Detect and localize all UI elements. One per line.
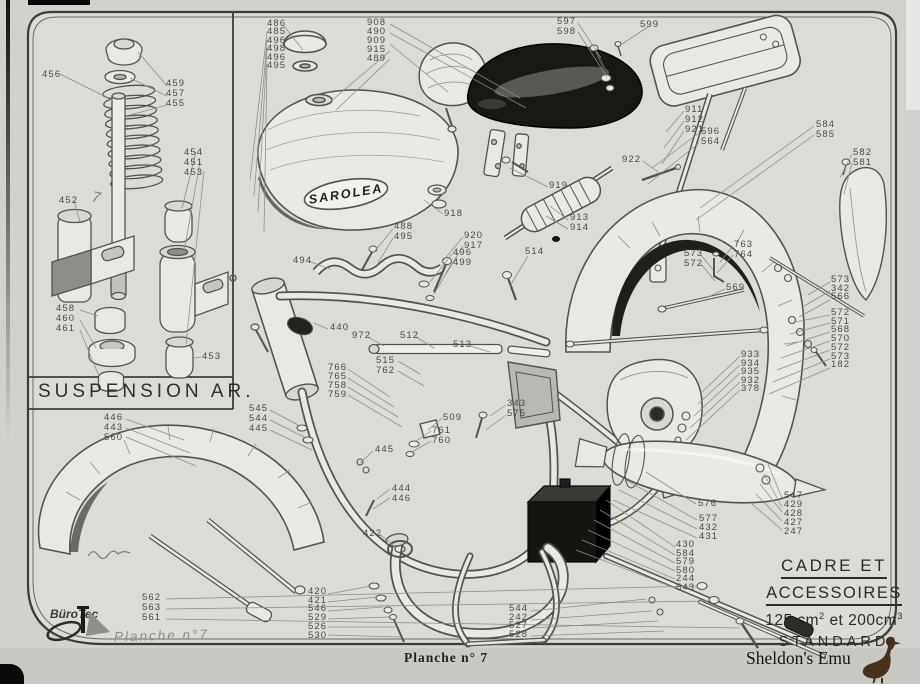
front-fender (37, 424, 325, 623)
scan-margin-band (0, 648, 920, 684)
exhaust-muffler (574, 433, 828, 504)
inset-title: SUSPENSION AR. (38, 381, 255, 402)
stamp-fold (86, 612, 110, 636)
exhaust-header-pipe (385, 533, 569, 640)
saddle-seat (466, 43, 643, 242)
caption-line2: ACCESSOIRES (766, 584, 902, 606)
caption-line4: STANDARD (778, 634, 890, 651)
caption-displacement: 125 cm2 et 200cm3 (765, 611, 903, 630)
watermark-text: Sheldon's Emu (746, 648, 851, 668)
lower-shock-body (51, 208, 135, 303)
scan-artifact-corner (0, 664, 24, 684)
shock-spring (503, 165, 614, 241)
bushing-tubes (159, 200, 237, 379)
illustrator-signature (87, 550, 131, 560)
handwritten-plate-note: Planche n°7 (113, 626, 210, 645)
stamp-text: BüroTec (50, 607, 99, 621)
fuel-tank: SAROLEA (250, 30, 459, 362)
scan-artifact-top (28, 0, 90, 5)
spring-coil (102, 84, 164, 190)
rear-fender (565, 188, 805, 467)
plate-border (26, 10, 898, 646)
top-nut-washer (104, 38, 143, 85)
stamp-t-mark (77, 606, 89, 633)
caption-line1: CADRE ET (781, 556, 887, 579)
washer-stack (88, 306, 136, 393)
scan-artifact-right (906, 0, 920, 110)
pivot-rods (368, 343, 551, 358)
stay-rods-and-fasteners (501, 156, 865, 367)
seat-strap (312, 254, 445, 279)
scan-artifact-left (6, 0, 10, 440)
plate-number-footer: Planche n° 7 (404, 650, 489, 665)
footrest-bars (603, 553, 826, 658)
seat-brackets (483, 128, 530, 178)
inset-suspension-parts (51, 38, 237, 393)
library-stamp: BüroTec (44, 598, 114, 647)
emu-icon (858, 634, 910, 684)
plate-caption: CADRE ET ACCESSOIRES 125 cm2 et 200cm3 S… (744, 556, 920, 650)
center-stand (452, 548, 560, 648)
inset-box (28, 12, 234, 410)
rear-flap (839, 158, 887, 302)
mount-plate (405, 361, 561, 457)
center-fasteners (361, 184, 518, 301)
bottom-fasteners (296, 424, 760, 649)
